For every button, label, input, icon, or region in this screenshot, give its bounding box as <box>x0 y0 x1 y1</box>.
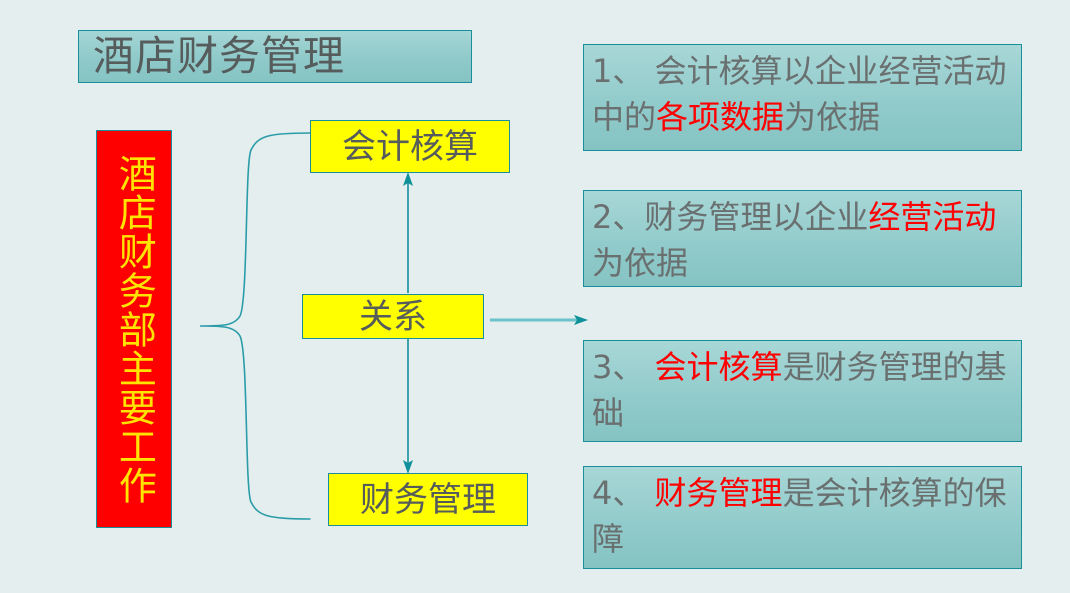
point-text-3: 3、 会计核算是财务管理的基础 <box>592 344 1015 436</box>
node-relation-label: 关系 <box>359 296 427 337</box>
point-box-4: 4、 财务管理是会计核算的保障 <box>583 466 1022 569</box>
arrow-up-head <box>403 172 413 186</box>
point-plain <box>644 474 654 512</box>
curly-brace-icon <box>199 132 311 520</box>
point-text-1: 1、 会计核算以企业经营活动中的各项数据为依据 <box>592 48 1015 140</box>
node-relation[interactable]: 关系 <box>302 294 484 339</box>
point-highlight: 会计核算 <box>654 348 783 386</box>
node-finance-label: 财务管理 <box>360 479 496 520</box>
point-highlight: 经营活动 <box>868 198 997 236</box>
point-plain: 会计核算以企业经营活动中的 <box>592 52 1007 137</box>
point-box-3: 3、 会计核算是财务管理的基础 <box>583 340 1022 442</box>
point-number: 3、 <box>592 348 645 386</box>
point-plain: 为依据 <box>592 244 689 283</box>
point-plain: 财务管理以企业 <box>644 198 869 236</box>
arrow-down-head <box>403 460 413 474</box>
slide-title-box: 酒店财务管理 <box>78 30 472 83</box>
point-number: 4、 <box>592 474 645 512</box>
department-spine-box: 酒店财务部主要工作 <box>96 130 172 528</box>
point-number: 1、 <box>592 52 645 90</box>
point-plain <box>644 348 654 386</box>
point-text-4: 4、 财务管理是会计核算的保障 <box>592 470 1015 562</box>
node-accounting[interactable]: 会计核算 <box>310 120 510 173</box>
point-highlight: 各项数据 <box>656 98 785 137</box>
point-text-2: 2、财务管理以企业经营活动为依据 <box>592 194 1015 286</box>
department-spine-label: 酒店财务部主要工作 <box>112 153 157 505</box>
slide-title-text: 酒店财务管理 <box>93 32 345 80</box>
node-accounting-label: 会计核算 <box>342 126 478 167</box>
arrow-right-head <box>574 315 588 325</box>
point-box-2: 2、财务管理以企业经营活动为依据 <box>583 190 1022 287</box>
point-highlight: 财务管理 <box>654 474 783 512</box>
point-number: 2、 <box>592 198 645 236</box>
node-finance[interactable]: 财务管理 <box>328 473 528 526</box>
point-plain: 是财务管理的基础 <box>592 348 1007 433</box>
point-plain: 是会计核算的保障 <box>592 474 1007 559</box>
point-box-1: 1、 会计核算以企业经营活动中的各项数据为依据 <box>583 44 1022 151</box>
point-plain: 为依据 <box>784 98 881 137</box>
